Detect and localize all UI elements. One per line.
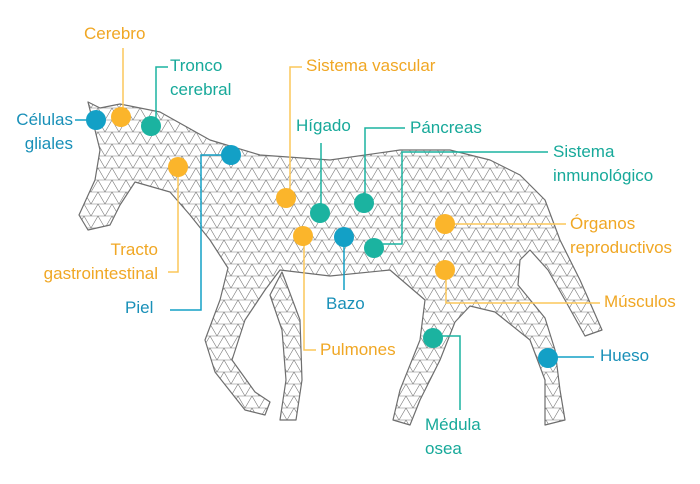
line-piel: [170, 154, 222, 311]
marker-organos[interactable]: [435, 214, 455, 234]
horse-wireframe: [78, 101, 603, 426]
label-pulmones: Pulmones: [320, 340, 396, 359]
label-line: Células: [16, 110, 73, 129]
marker-hueso[interactable]: [538, 348, 558, 368]
label-line: reproductivos: [570, 238, 673, 257]
line-tracto: [168, 175, 179, 273]
label-line: Tronco: [170, 56, 223, 75]
label-vascular: Sistema vascular: [306, 56, 436, 75]
marker-cerebro[interactable]: [111, 107, 131, 127]
label-cerebro: Cerebro: [84, 24, 146, 43]
marker-musculos[interactable]: [435, 260, 455, 280]
line-medula: [440, 335, 461, 410]
line-inmuno: [383, 151, 548, 245]
marker-pulmones[interactable]: [293, 226, 313, 246]
leader-lines: [75, 48, 600, 410]
label-hueso: Hueso: [600, 346, 650, 365]
marker-inmuno[interactable]: [364, 238, 384, 258]
label-tronco: Tronco cerebral: [170, 54, 231, 102]
marker-higado[interactable]: [310, 203, 330, 223]
label-celulas: Células gliales: [0, 108, 73, 156]
marker-medula[interactable]: [423, 328, 443, 348]
marker-piel[interactable]: [221, 145, 241, 165]
label-line: Sistema: [553, 142, 615, 161]
label-organos: Órganos reproductivos: [570, 212, 672, 260]
line-vascular: [289, 66, 302, 190]
marker-pancreas[interactable]: [354, 193, 374, 213]
marker-vascular[interactable]: [276, 188, 296, 208]
line-pulmones: [303, 244, 316, 351]
marker-bazo[interactable]: [334, 227, 354, 247]
marker-celulas[interactable]: [86, 110, 106, 130]
label-bazo: Bazo: [326, 294, 365, 313]
label-line: osea: [425, 439, 462, 458]
label-line: Tracto: [110, 240, 158, 259]
label-line: gastrointestinal: [43, 264, 158, 283]
marker-tracto[interactable]: [168, 157, 188, 177]
label-tracto: Tracto gastrointestinal: [0, 238, 158, 286]
label-higado: Hígado: [296, 116, 351, 135]
label-line: Médula: [425, 415, 481, 434]
line-musculos: [445, 278, 600, 304]
line-pancreas: [364, 127, 405, 195]
marker-tronco[interactable]: [141, 116, 161, 136]
label-line: gliales: [24, 134, 73, 153]
label-piel: Piel: [125, 298, 154, 317]
label-medula: Médula osea: [425, 413, 481, 461]
markers: [86, 107, 558, 368]
label-line: Órganos: [570, 214, 636, 233]
label-line: cerebral: [170, 80, 232, 99]
label-musculos: Músculos: [604, 292, 676, 311]
label-pancreas: Páncreas: [410, 118, 482, 137]
label-inmuno: Sistema inmunológico: [553, 140, 653, 188]
label-line: inmunológico: [553, 166, 654, 185]
line-tronco: [155, 66, 168, 118]
